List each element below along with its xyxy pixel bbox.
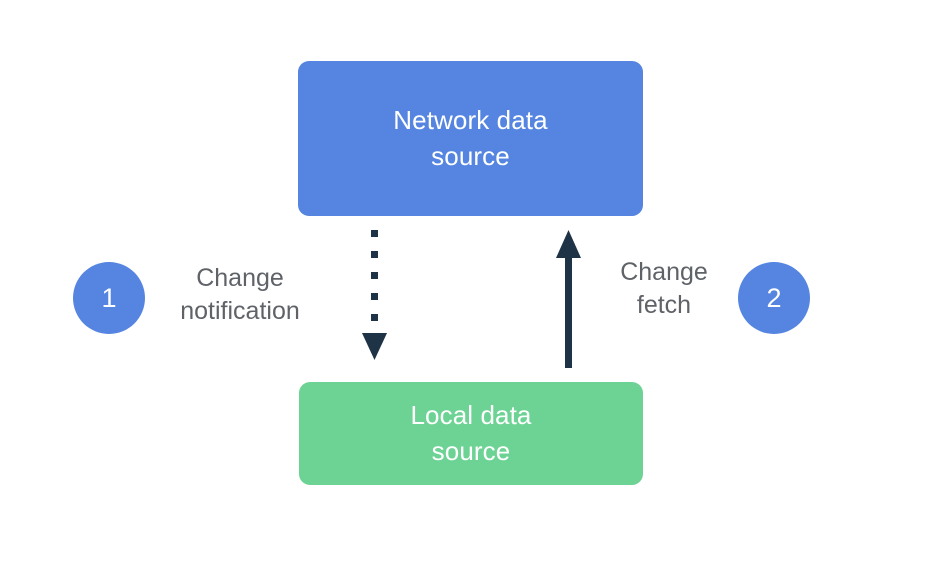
network-label-line-2: source bbox=[431, 140, 510, 171]
step-2-label: Change fetch bbox=[600, 256, 728, 322]
network-label-line-1: Network data bbox=[393, 105, 548, 136]
network-data-source-node[interactable]: Network data source bbox=[298, 61, 643, 216]
step-1-label: Change notification bbox=[160, 262, 320, 328]
change-fetch-arrow-up-icon bbox=[556, 230, 581, 368]
network-data-source-label: Network data source bbox=[393, 103, 547, 173]
step-1-label-line-2: notification bbox=[180, 297, 300, 325]
step-badge-2[interactable]: 2 bbox=[738, 262, 810, 334]
local-label-line-1: Local data bbox=[410, 400, 532, 431]
step-badge-1-number: 1 bbox=[101, 282, 117, 313]
local-data-source-node[interactable]: Local data source bbox=[299, 382, 643, 485]
step-1-label-line-1: Change bbox=[196, 264, 284, 292]
local-label-line-2: source bbox=[431, 435, 511, 466]
step-2-label-line-2: fetch bbox=[636, 291, 692, 319]
change-notification-arrow-down-icon bbox=[362, 230, 387, 360]
local-data-source-label: Local data source bbox=[411, 398, 532, 468]
step-badge-2-number: 2 bbox=[766, 282, 782, 313]
step-badge-1[interactable]: 1 bbox=[73, 262, 145, 334]
step-2-label-line-1: Change bbox=[620, 258, 708, 286]
